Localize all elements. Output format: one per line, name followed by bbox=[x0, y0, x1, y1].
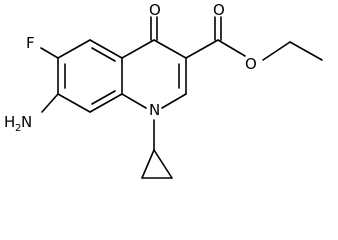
bond bbox=[57, 39, 91, 59]
structure-canvas: O O O F H 2 N N bbox=[4, 1, 323, 179]
bond bbox=[40, 47, 59, 59]
ester-group: O O bbox=[185, 1, 323, 73]
bond bbox=[217, 39, 246, 57]
double-bond-inner bbox=[91, 90, 116, 105]
double-bond-inner bbox=[91, 47, 116, 62]
bond bbox=[262, 41, 291, 61]
bond bbox=[121, 39, 155, 59]
benzene-ring bbox=[57, 39, 123, 113]
fluorine-substituent: F bbox=[26, 34, 59, 59]
bond bbox=[121, 93, 147, 109]
ketone-group: O bbox=[149, 1, 161, 41]
bond bbox=[153, 149, 173, 179]
bond bbox=[41, 93, 59, 113]
molecule-drawing: O O O F H 2 N N bbox=[4, 1, 323, 179]
pyridinone-ring bbox=[121, 39, 187, 109]
cyclopropyl-group bbox=[141, 119, 173, 179]
bond bbox=[89, 39, 123, 59]
bond bbox=[161, 93, 187, 109]
bond bbox=[141, 149, 155, 179]
bond bbox=[153, 39, 187, 59]
carbonyl-oxygen-label: O bbox=[213, 1, 225, 19]
ketone-oxygen-label: O bbox=[149, 1, 161, 19]
amino-h-label: H bbox=[4, 113, 15, 131]
bond bbox=[185, 39, 219, 59]
ring-nitrogen-label: N bbox=[149, 101, 160, 119]
amino-n-label: N bbox=[21, 113, 32, 131]
ester-oxygen-label: O bbox=[245, 55, 257, 73]
bond bbox=[89, 93, 123, 113]
amino-substituent: H 2 N bbox=[4, 93, 59, 134]
bond bbox=[57, 93, 91, 113]
amino-subscript-label: 2 bbox=[15, 123, 21, 134]
bond bbox=[289, 41, 323, 61]
fluorine-label: F bbox=[26, 34, 35, 52]
